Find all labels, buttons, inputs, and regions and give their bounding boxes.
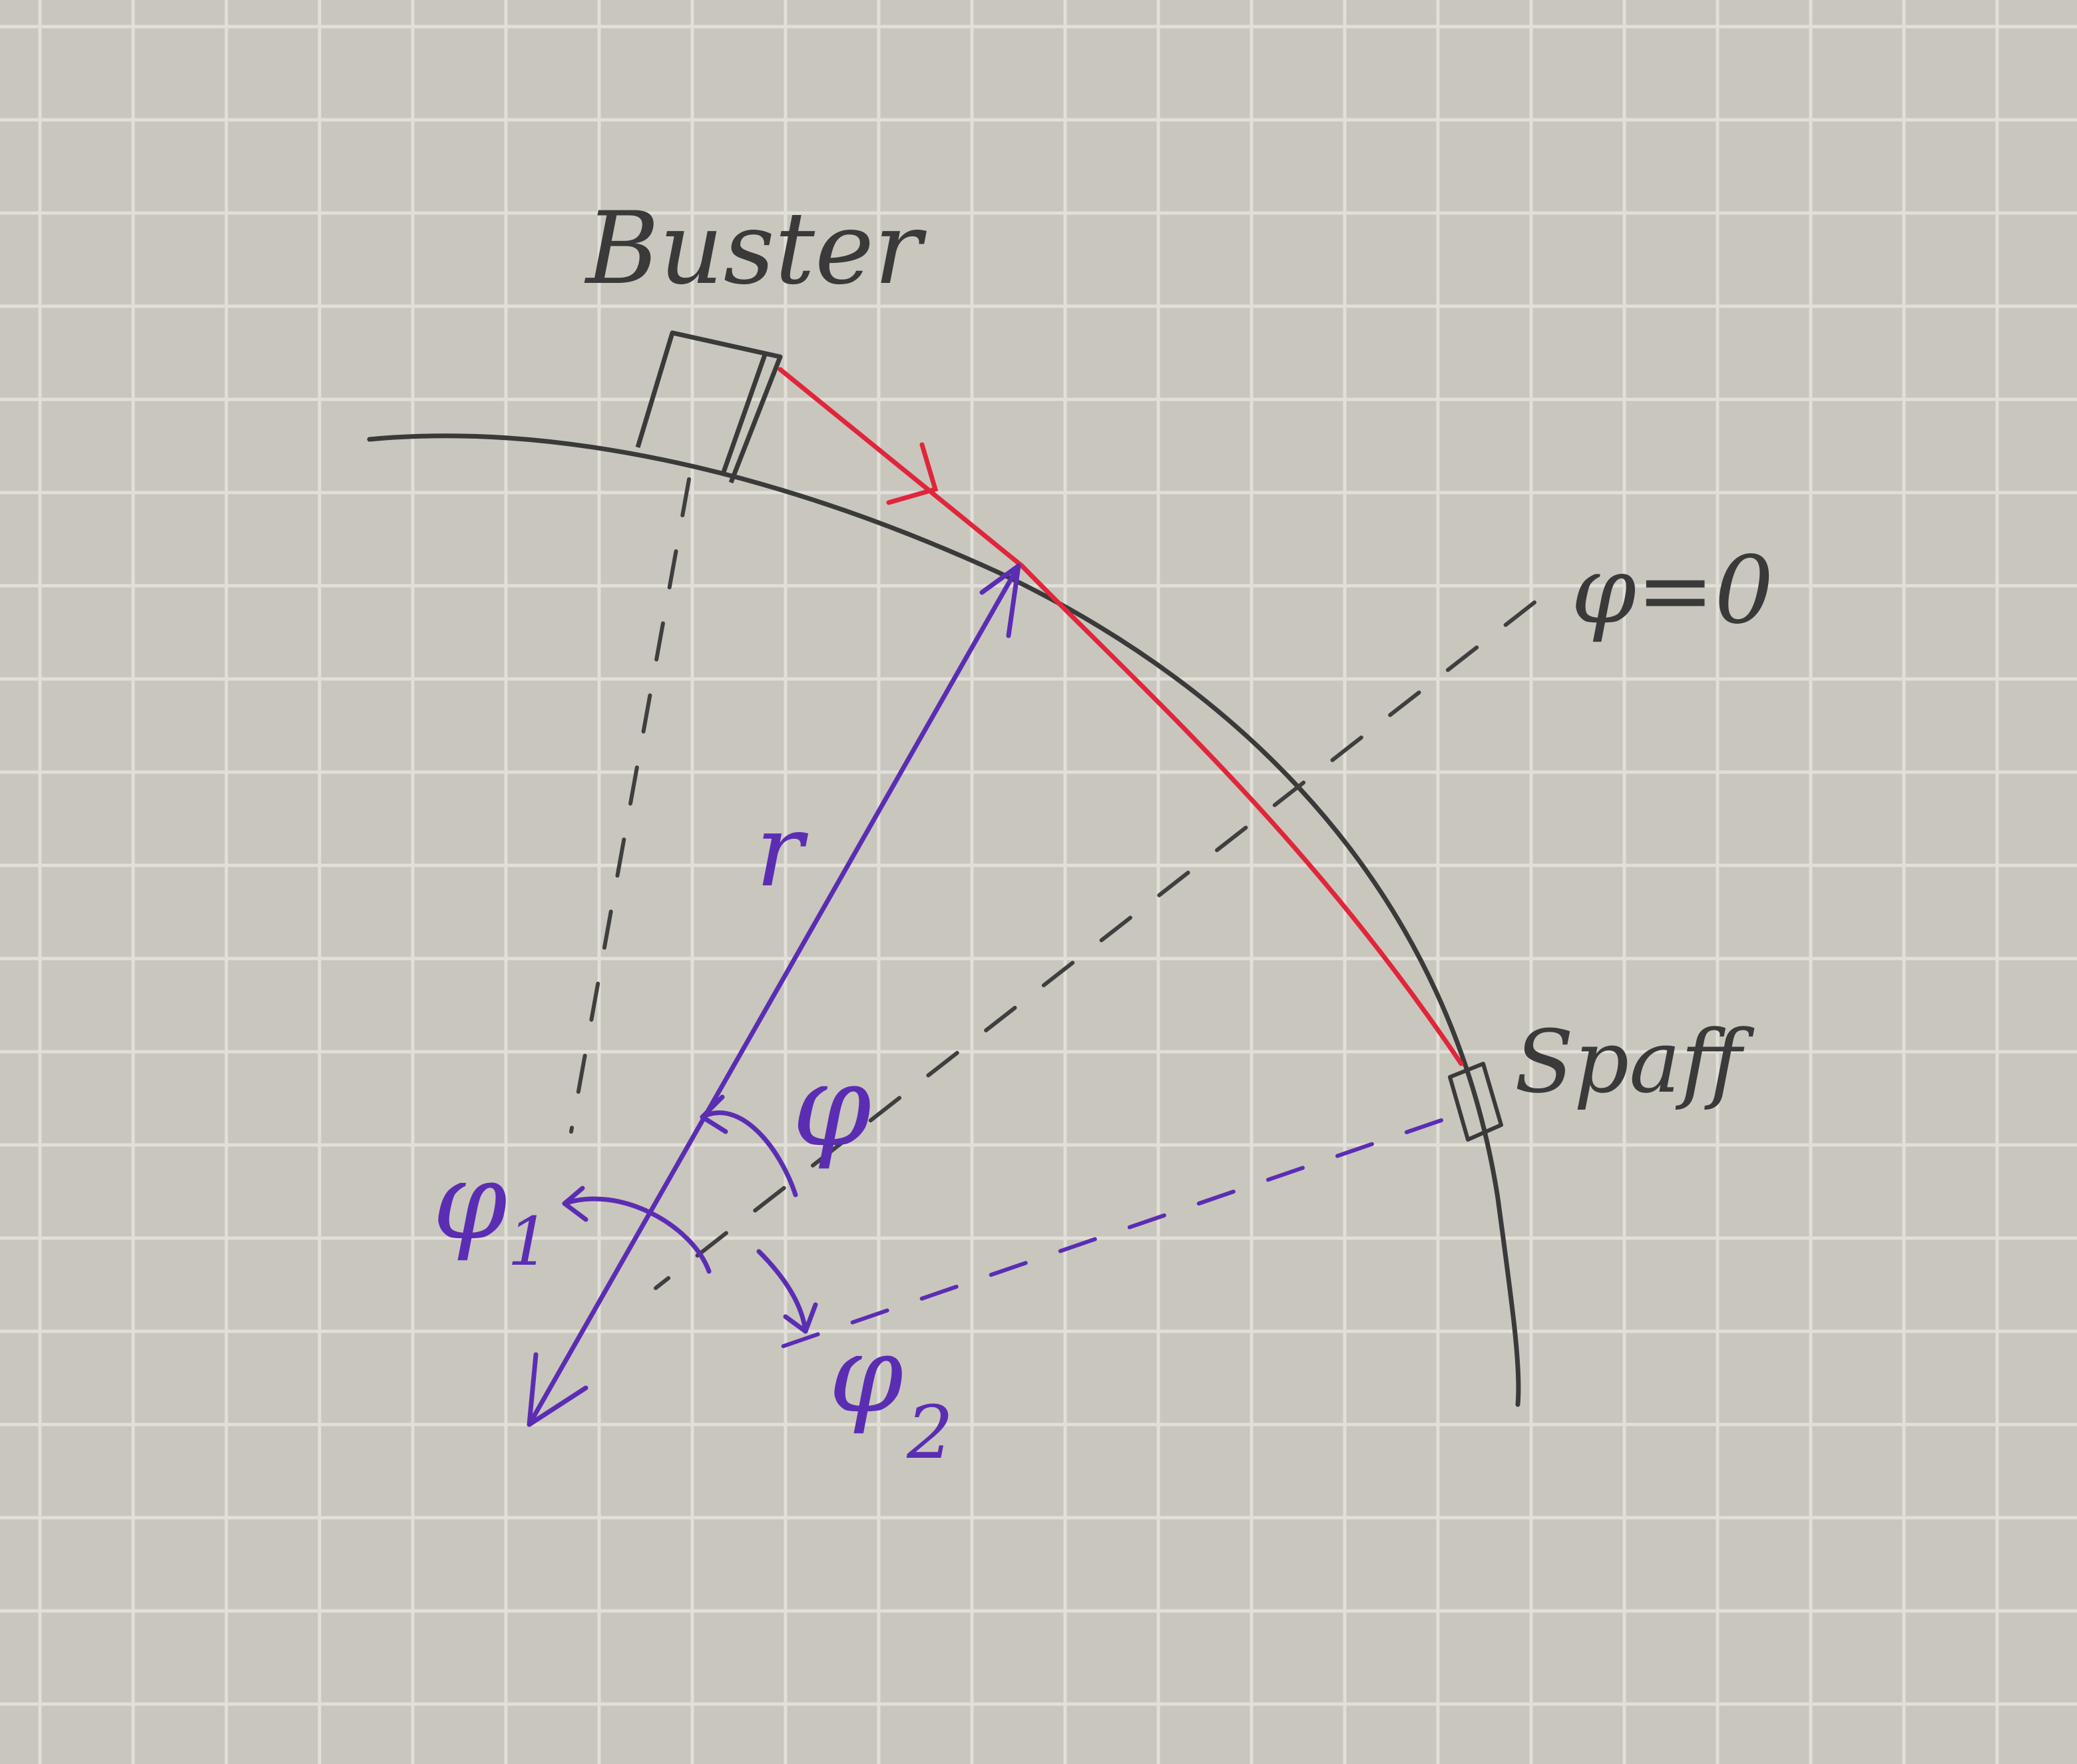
arc-phi-arrowhead — [700, 1094, 728, 1134]
dashed-line-phi-zero — [654, 600, 1536, 1290]
arc-phi — [700, 1110, 798, 1198]
label-phi-2-subscript: 2 — [906, 1390, 953, 1475]
label-phi-1-symbol: φ — [433, 1139, 507, 1263]
arrowhead-down-icon — [527, 1352, 588, 1427]
label-phi-1: φ 1 — [433, 1139, 550, 1281]
angle-arcs — [562, 1094, 818, 1334]
label-phi-2-symbol: φ — [829, 1312, 903, 1436]
arc-phi-2 — [756, 1249, 808, 1334]
label-spaff: Spaff — [1514, 1011, 1755, 1112]
label-phi-2: φ 2 — [829, 1312, 953, 1475]
radius-vector-r — [527, 563, 1021, 1427]
label-phi-zero: φ=0 — [1571, 537, 1773, 645]
arc-phi-1 — [562, 1196, 712, 1274]
arc-phi-2-arrowhead — [783, 1302, 818, 1334]
buster-block-icon — [635, 330, 783, 484]
label-phi: φ — [792, 1040, 871, 1172]
spaff-block-icon — [1448, 1062, 1503, 1142]
arrowhead-right-icon — [886, 442, 939, 505]
purple-dashed-line-to-spaff — [747, 1118, 1443, 1360]
dashed-line-to-buster — [569, 477, 691, 1134]
dashed-radial-lines — [569, 477, 1536, 1290]
label-buster: Buster — [584, 191, 927, 307]
curved-surface-arc — [367, 433, 1521, 1407]
arrowhead-up-icon — [979, 563, 1021, 638]
red-trajectory-line — [778, 367, 1464, 1066]
label-phi-1-subscript: 1 — [507, 1203, 550, 1281]
arc-phi-1-arrowhead — [562, 1186, 588, 1222]
label-r: r — [756, 793, 809, 909]
